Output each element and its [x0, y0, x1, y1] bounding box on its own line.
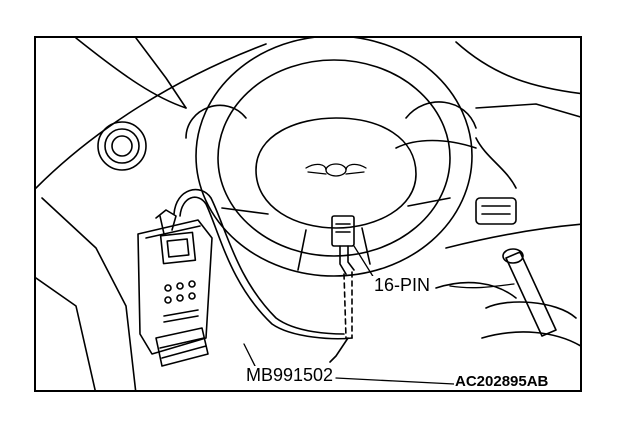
figure-code: AC202895AB — [454, 373, 550, 390]
dashboard-panel — [36, 38, 580, 390]
illustration-frame: 16-PIN MB991502 AC202895AB — [34, 36, 582, 392]
steering-wheel — [195, 38, 473, 277]
tool-label: MB991502 — [244, 365, 336, 385]
leader-lines — [243, 245, 515, 385]
tool-cable — [173, 188, 353, 363]
connector-label: 16-PIN — [372, 275, 433, 295]
connector-cable — [343, 271, 353, 339]
dashboard-illustration — [36, 38, 580, 390]
instrument-cluster — [185, 101, 517, 189]
diagnostic-connector — [331, 215, 355, 275]
left-air-vent — [97, 121, 147, 171]
gear-shift — [435, 248, 580, 347]
scan-tool — [137, 209, 213, 367]
right-air-vent — [475, 197, 517, 225]
wheel-emblem — [305, 163, 367, 177]
